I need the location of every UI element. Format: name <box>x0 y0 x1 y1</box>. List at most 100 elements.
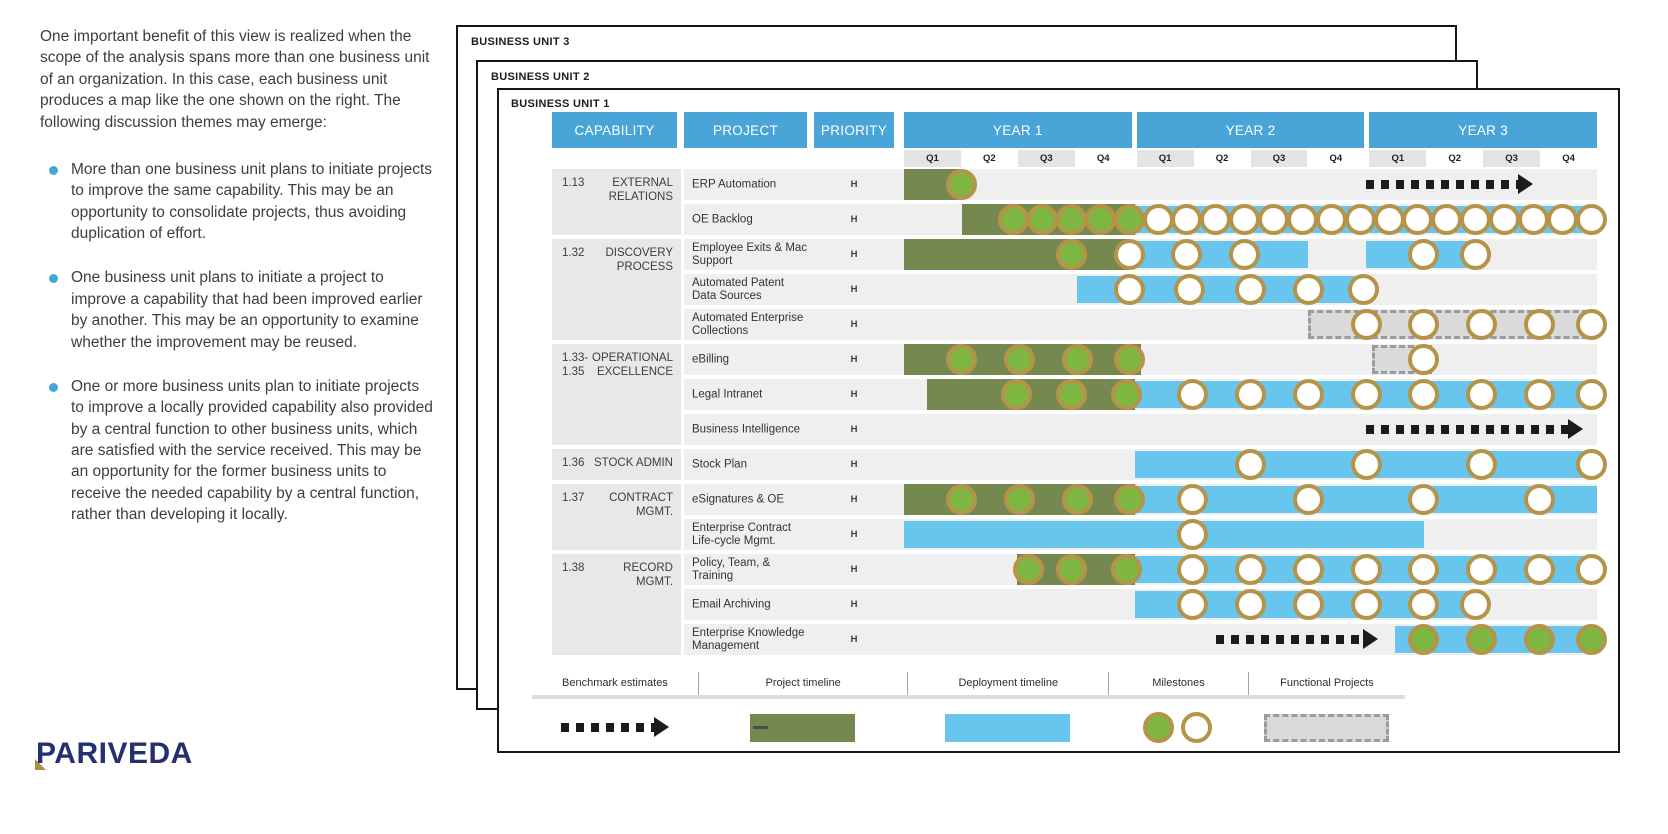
deployment-bar <box>1129 241 1309 268</box>
project-bar <box>904 239 1130 270</box>
capability-name: OPERATIONAL EXCELLENCE <box>592 352 673 379</box>
project-label: Email Archiving <box>692 597 771 610</box>
milestone-white-icon <box>1292 484 1324 515</box>
priority-value: H <box>850 529 858 540</box>
milestone-white-icon <box>1181 712 1213 743</box>
priority-value: H <box>850 389 858 400</box>
milestone-white-icon <box>1177 589 1209 620</box>
gantt-row: Employee Exits & Mac Support H <box>684 239 1597 270</box>
bullet-dot-icon <box>49 165 58 175</box>
milestone-white-icon <box>1235 274 1266 305</box>
milestone-green-icon <box>1055 554 1087 585</box>
milestone-white-icon <box>1575 379 1607 410</box>
project-label: Business Intelligence <box>692 422 801 435</box>
bullet-item: More than one business unit plans to ini… <box>40 159 436 245</box>
milestone-green-icon <box>946 169 978 200</box>
year-header: YEAR 3 <box>1369 112 1598 148</box>
milestone-green-icon <box>1055 204 1087 235</box>
capability-cell: 1.38 RECORD MGMT. <box>552 554 681 655</box>
milestone-green-icon <box>1575 624 1607 655</box>
bullet-dot-icon <box>49 274 58 284</box>
milestone-white-icon <box>1408 554 1440 585</box>
quarter-label: Q2 <box>1448 153 1462 164</box>
capability-group: 1.38 RECORD MGMT. Policy, Team, & Training… <box>552 554 1607 655</box>
quarter-label: Q3 <box>1483 150 1541 167</box>
milestone-green-icon <box>1466 624 1497 655</box>
legend-label: Benchmark estimates <box>562 677 668 689</box>
bullet-dot-icon <box>49 382 58 392</box>
arrow-shaft <box>1215 635 1364 644</box>
milestone-white-icon <box>1373 204 1405 235</box>
priority-value: H <box>850 424 858 435</box>
legend-rule <box>532 695 1405 699</box>
milestone-green-icon <box>1027 204 1059 235</box>
capability-number: 1.38 <box>562 562 585 574</box>
pariveda-logo: PARIVEDA <box>35 737 193 771</box>
milestone-green-icon <box>1004 344 1035 375</box>
milestone-white-icon <box>1229 239 1261 270</box>
capability-name: RECORD MGMT. <box>623 562 673 589</box>
milestone-white-icon <box>1408 379 1440 410</box>
milestone-white-icon <box>1177 519 1209 550</box>
milestone-white-icon <box>1408 484 1440 515</box>
milestone-white-icon <box>1575 204 1607 235</box>
milestone-white-icon <box>1575 554 1607 585</box>
milestone-white-icon <box>1286 204 1318 235</box>
milestone-white-icon <box>1177 484 1209 515</box>
legend-icon-cell <box>532 717 698 738</box>
project-bar-icon <box>750 713 856 742</box>
capability-number: 1.32 <box>562 247 585 259</box>
milestone-white-icon <box>1113 239 1145 270</box>
project-label: Employee Exits & Mac Support <box>692 241 808 267</box>
milestone-white-icon <box>1517 204 1549 235</box>
arrow-head-icon <box>1362 629 1378 649</box>
legend-icon-cell <box>1248 713 1405 742</box>
legend-icon-cell <box>1108 712 1248 743</box>
milestone-green-icon <box>1113 484 1145 515</box>
project-label: ERP Automation <box>692 177 777 190</box>
milestone-white-icon <box>1235 379 1266 410</box>
priority-value: H <box>850 494 858 505</box>
capability-number: 1.37 <box>562 492 585 504</box>
milestone-white-icon <box>1523 309 1555 340</box>
milestone-green-icon <box>1012 554 1044 585</box>
legend-label: Project timeline <box>697 672 908 695</box>
priority-value: H <box>850 249 858 260</box>
milestone-white-icon <box>1235 589 1266 620</box>
project-header: PROJECT <box>684 112 807 148</box>
year-header: YEAR 2 <box>1136 112 1365 148</box>
milestone-green-icon <box>1110 554 1142 585</box>
project-label: eSignatures & OE <box>692 492 785 505</box>
milestone-white-icon <box>1460 204 1492 235</box>
quarter-label: Q1 <box>1369 150 1427 167</box>
quarter-label: Q3 <box>1250 150 1308 167</box>
legend-label: Functional Projects <box>1247 672 1405 695</box>
project-label: Automated Patent Data Sources <box>692 276 785 302</box>
milestone-white-icon <box>1546 204 1578 235</box>
milestone-green-icon <box>1408 624 1440 655</box>
arrow-shaft <box>1366 180 1520 189</box>
milestone-white-icon <box>1292 379 1324 410</box>
milestone-white-icon <box>1344 204 1376 235</box>
milestone-white-icon <box>1235 449 1266 480</box>
milestone-white-icon <box>1235 554 1266 585</box>
milestone-white-icon <box>1466 379 1497 410</box>
capability-name: EXTERNAL RELATIONS <box>608 177 673 204</box>
quarter-label: Q4 <box>1562 153 1575 164</box>
milestone-white-icon <box>1523 379 1555 410</box>
legend-icons <box>532 712 1405 743</box>
project-label: Automated Enterprise Collections <box>692 311 804 337</box>
milestone-green-icon <box>1055 239 1087 270</box>
business-unit-label: BUSINESS UNIT 3 <box>471 36 570 48</box>
quarter-label: Q2 <box>983 153 996 164</box>
